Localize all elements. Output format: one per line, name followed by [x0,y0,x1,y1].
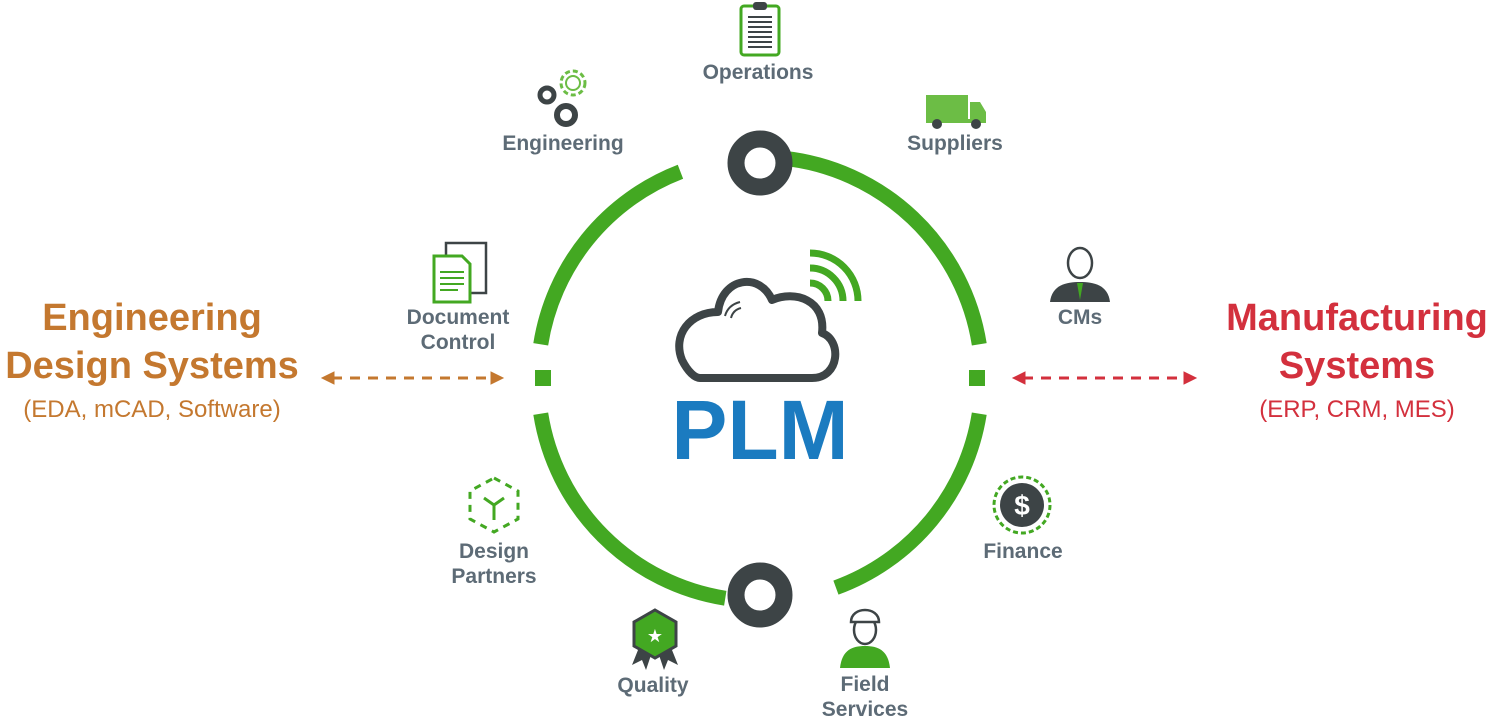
node-operations-label: Operations [702,61,814,84]
ring-arc-right [833,412,987,595]
clipboard-icon [739,2,781,57]
node-engineering-label: Engineering [502,132,624,155]
award-badge-icon: ★ [632,608,678,670]
label-line: Control [420,331,496,354]
node-finance-label: Finance [983,540,1063,563]
plm-ring [533,150,987,606]
left-system-line1: Engineering [42,297,262,339]
node-suppliers-label: Suppliers [907,132,1003,155]
label-line: Document [406,306,510,329]
label-line: Design [458,540,529,563]
ring-arc-bottom-left [533,412,727,606]
cube-icon [468,476,520,534]
right-system-line2: Systems [1278,345,1436,387]
worker-icon [840,608,890,668]
right-system-sub: (ERP, CRM, MES) [1259,396,1455,423]
documents-icon [432,241,488,304]
ring-left-connector [535,370,551,386]
left-system-sub: (EDA, mCAD, Software) [23,396,281,423]
right-bidirectional-arrow [1011,371,1198,385]
node-quality-label: Quality [617,674,689,697]
wifi-signal-icon [809,249,862,302]
businessman-icon [1050,246,1110,302]
truck-icon [926,95,986,129]
right-system-line1: Manufacturing [1226,297,1488,339]
ring-arc-top-right [782,150,987,346]
left-bidirectional-arrow [320,371,505,385]
label-line: Services [821,698,909,719]
dollar-coin-icon: $ [992,475,1052,535]
plm-title: PLM [671,383,849,477]
svg-text:$: $ [1014,490,1030,521]
cloud-icon [675,277,840,382]
label-line: Field [840,673,890,696]
gears-icon [537,69,587,127]
ring-top-node [727,130,793,196]
left-system-line2: Design Systems [5,345,299,387]
ring-right-connector [969,370,985,386]
ring-bottom-node [727,562,793,628]
ring-arc-top-left [533,164,684,346]
svg-text:★: ★ [647,626,663,647]
node-cms-label: CMs [1057,306,1103,329]
label-line: Partners [451,565,537,588]
